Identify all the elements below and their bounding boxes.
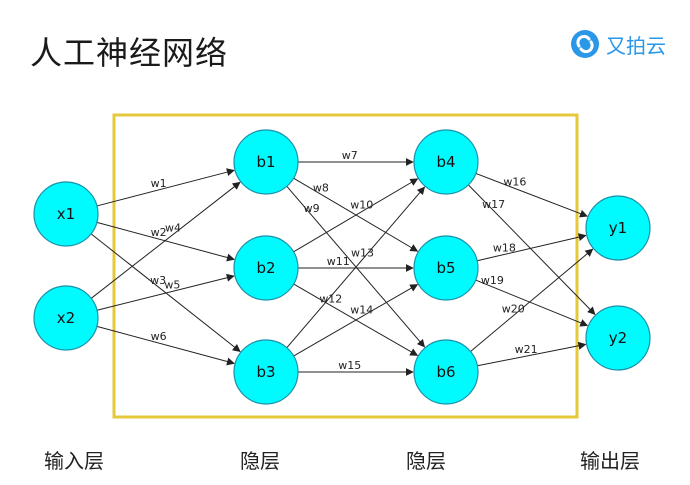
node-x2 (33, 285, 99, 351)
node-y1 (585, 195, 651, 261)
edges-group: w1 w2 w3 w4 w5 w6 w7 w8 w9 w10 w11 w12 w13 w14 w15 w16 w… (90, 149, 596, 376)
logo: 又拍云 (570, 26, 666, 62)
logo-text: 又拍云 (606, 33, 666, 58)
edge-x1-b1 (96, 168, 235, 207)
weight-label-w7: w7 (342, 149, 358, 162)
node-label-b6: b6 (436, 363, 455, 381)
page-title: 人工神经网络 (30, 34, 229, 72)
weight-label-w18: w18 (493, 241, 516, 254)
edge-b6-y1 (470, 248, 594, 352)
node-b5 (413, 235, 479, 301)
node-b6 (413, 339, 479, 405)
weight-label-w6: w6 (151, 330, 167, 343)
weight-label-w12: w12 (319, 292, 342, 305)
node-label-b5: b5 (436, 259, 455, 277)
weight-label-w16: w16 (503, 175, 526, 188)
node-b4 (413, 129, 479, 195)
node-label-b1: b1 (256, 153, 275, 171)
node-label-y2: y2 (609, 329, 627, 347)
node-label-b4: b4 (436, 153, 455, 171)
edge-b4-y2 (468, 184, 596, 315)
edge-b2-b4 (293, 178, 419, 253)
upyun-logo-icon (571, 30, 599, 58)
weight-label-w3: w3 (150, 274, 166, 287)
weight-label-w5: w5 (164, 278, 180, 291)
input-layer-label: 输入层 (44, 449, 104, 473)
hidden-layer-2-label: 隐层 (406, 449, 446, 473)
edge-b3-b4 (286, 186, 426, 349)
weight-label-w11: w11 (327, 255, 350, 268)
node-label-x1: x1 (57, 205, 75, 223)
node-b2 (233, 235, 299, 301)
weight-label-w17: w17 (482, 198, 505, 211)
edge-x2-b3 (96, 325, 235, 366)
weight-label-w14: w14 (350, 304, 373, 317)
weight-label-w19: w19 (481, 274, 504, 287)
node-b3 (233, 339, 299, 405)
edge-x2-b1 (90, 181, 241, 299)
edge-b3-b5 (293, 284, 419, 357)
output-layer-label: 输出层 (580, 449, 640, 473)
nodes-group: x1 x2 b1 b2 b3 b4 b5 b6 y1 y2 (33, 129, 651, 405)
node-x1 (33, 181, 99, 247)
node-label-x2: x2 (57, 309, 75, 327)
node-label-b3: b3 (256, 363, 275, 381)
node-label-b2: b2 (256, 259, 275, 277)
weight-label-w4: w4 (165, 222, 181, 235)
hidden-layer-1-label: 隐层 (240, 449, 280, 473)
edge-b4-y1 (475, 172, 588, 218)
weight-label-w20: w20 (502, 303, 525, 316)
weight-label-w9: w9 (304, 202, 320, 215)
weight-label-w15: w15 (338, 359, 361, 372)
node-y2 (585, 305, 651, 371)
weight-label-w13: w13 (351, 246, 374, 259)
weight-label-w21: w21 (515, 343, 538, 356)
hidden-layers-box (112, 113, 579, 419)
edge-b5-y1 (477, 233, 587, 262)
weight-label-w1: w1 (151, 177, 167, 190)
edge-b6-y2 (477, 341, 587, 367)
weight-label-w8: w8 (313, 181, 329, 194)
edge-b5-y2 (475, 279, 589, 327)
node-label-y1: y1 (609, 219, 627, 237)
node-b1 (233, 129, 299, 195)
weight-label-w10: w10 (350, 199, 373, 212)
edge-x2-b2 (96, 273, 235, 311)
weight-label-w2: w2 (151, 226, 167, 239)
